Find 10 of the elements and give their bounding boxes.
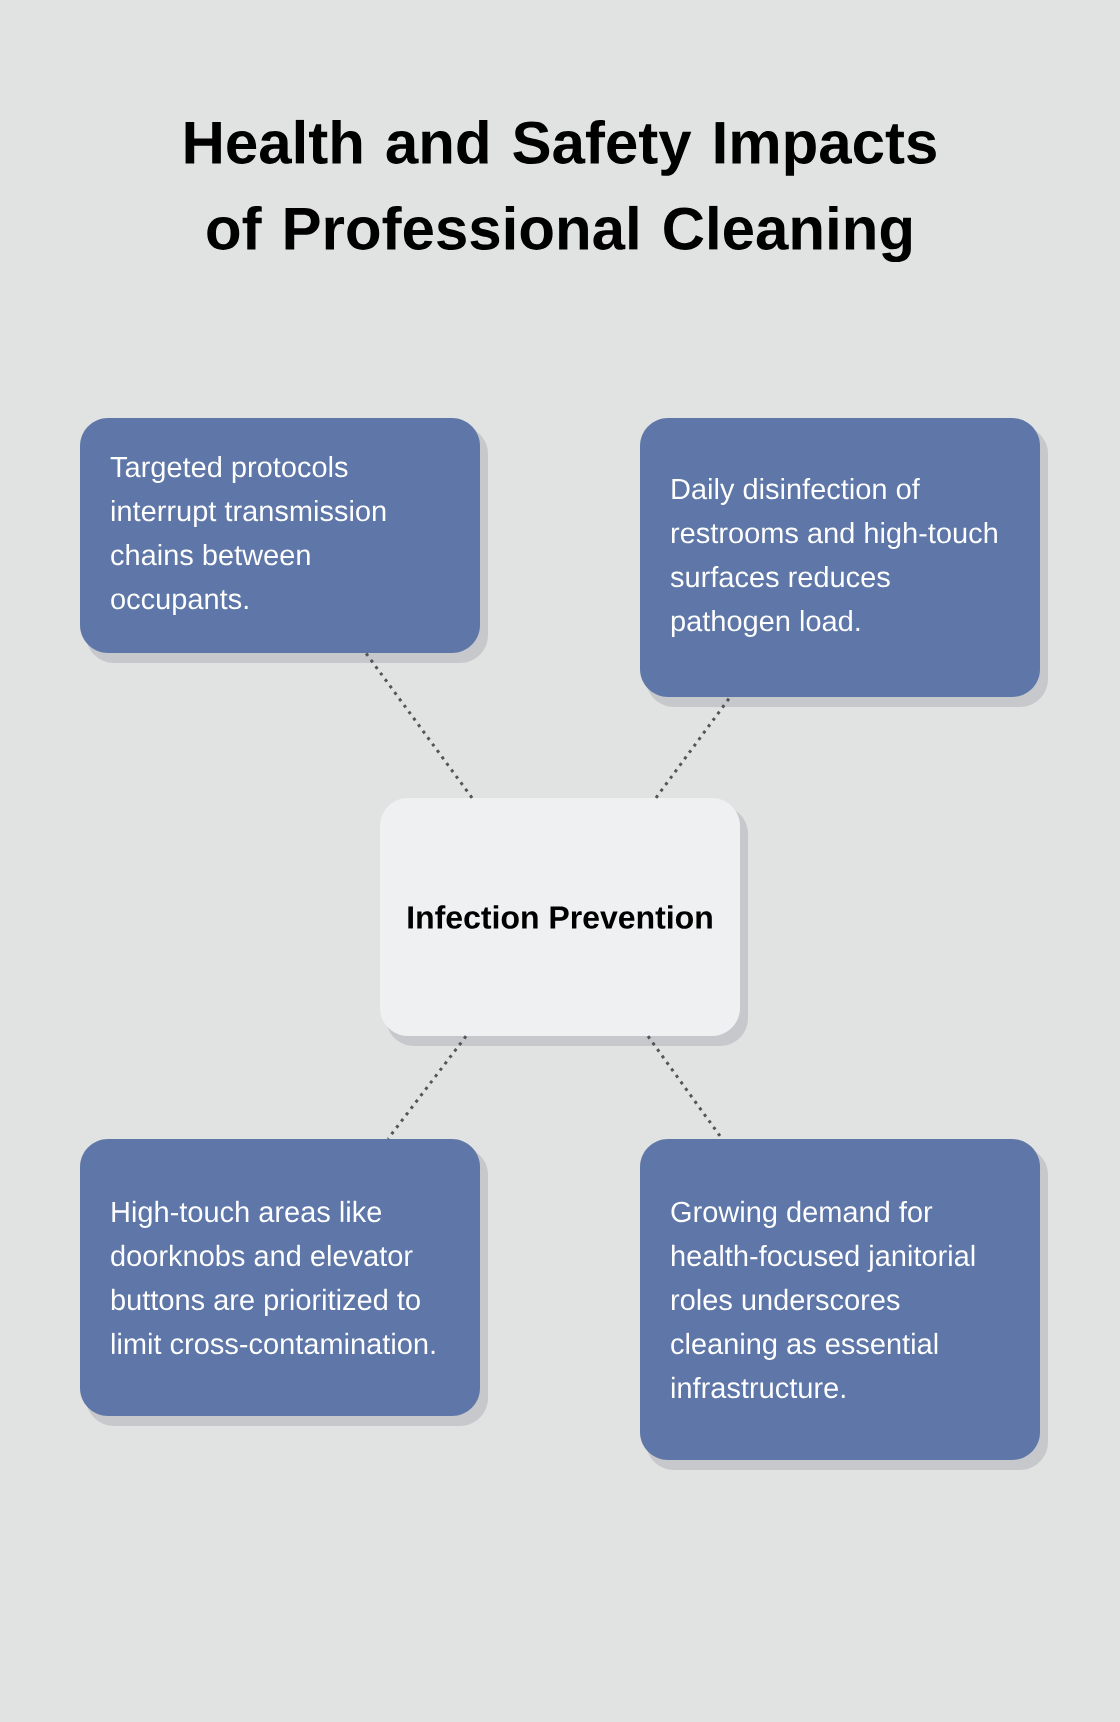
title: Health and Safety Impacts of Professional Cleaning: [185, 119, 936, 263]
connector-line: [364, 652, 474, 799]
connector-line: [654, 696, 732, 799]
text-box: Daily disinfection of restrooms and high-touch surfaces reduces pathogen load.: [640, 418, 1048, 707]
text-box: Growing demand for health-focused janitorial roles underscores cleaning as essential infrastructure.: [640, 1139, 1048, 1470]
connector-line: [646, 1035, 724, 1140]
connector-line: [386, 1035, 468, 1140]
text-box: High-touch areas like doorknobs and elevator buttons are prioritized to limit cross-contamination.: [80, 1139, 488, 1426]
center-box: Infection Prevention: [380, 798, 748, 1046]
text-box: Targeted protocols interrupt transmission chains between occupants.: [80, 418, 488, 663]
